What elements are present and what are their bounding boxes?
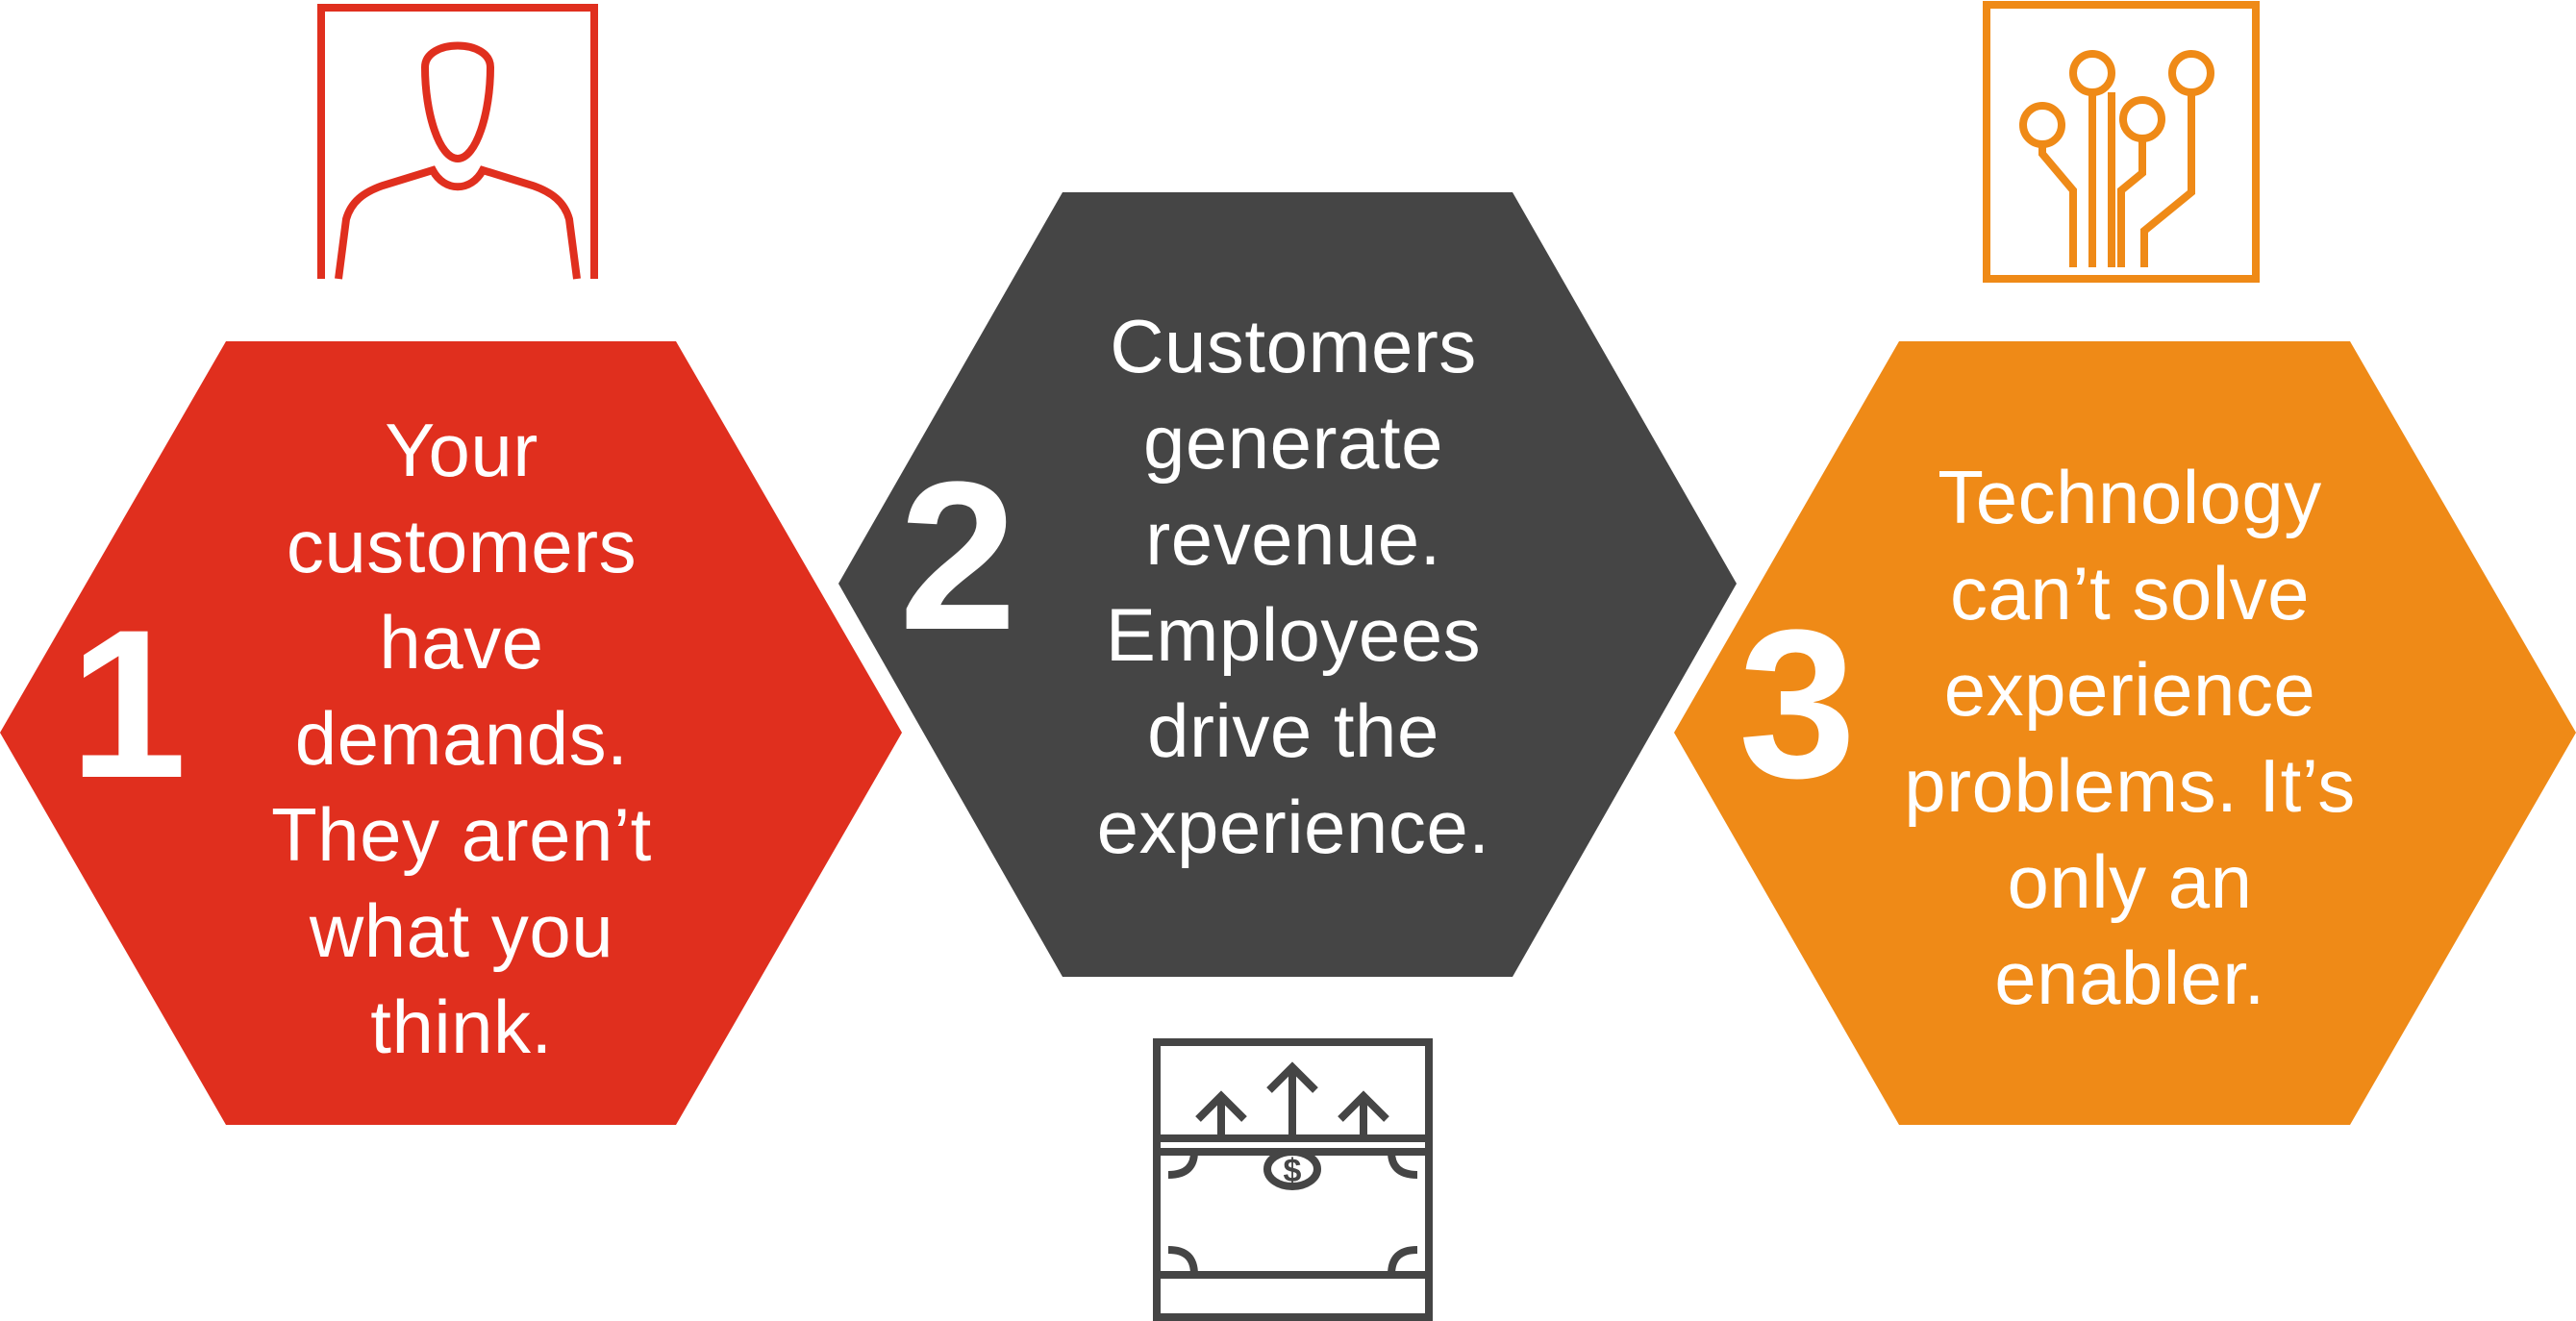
step-2-number: 2 bbox=[899, 437, 1017, 674]
dollar-sign-icon: $ bbox=[1284, 1153, 1302, 1189]
circuit-icon bbox=[1983, 1, 2260, 283]
person-icon bbox=[317, 4, 598, 280]
hexagon-step-3 bbox=[1674, 341, 2576, 1125]
step-3-number: 3 bbox=[1738, 586, 1857, 822]
step-1-number: 1 bbox=[69, 586, 188, 822]
step-1-text: Your customers have demands. They aren’t… bbox=[271, 408, 652, 1069]
step-3-text: Technology can’t solve experience proble… bbox=[1904, 455, 2356, 1020]
hexagon-step-2 bbox=[838, 192, 1737, 977]
hexagon-step-1 bbox=[0, 341, 902, 1125]
money-growth-icon bbox=[1153, 1038, 1433, 1321]
step-2-text: Customers generate revenue. Employees dr… bbox=[1096, 304, 1490, 869]
